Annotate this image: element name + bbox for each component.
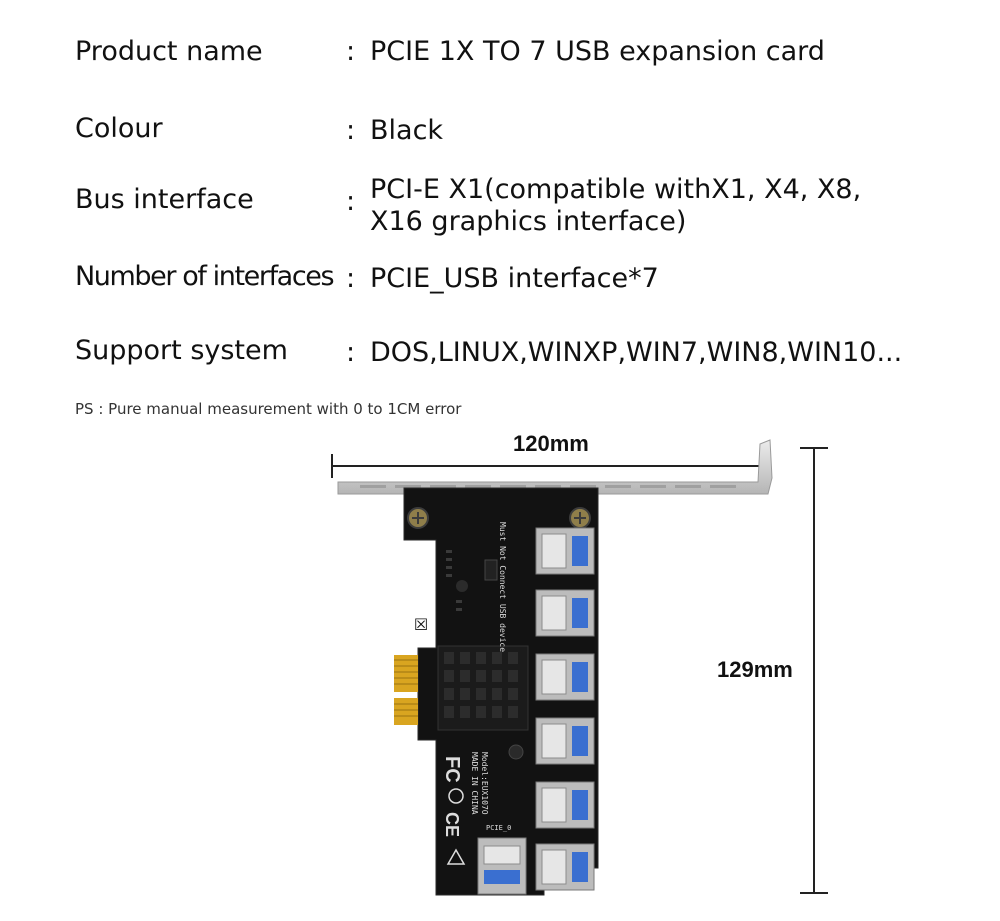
board-model-text: Model:EUX107O	[480, 752, 489, 815]
width-dimension-line	[331, 454, 767, 478]
fcc-mark: FC	[441, 756, 463, 783]
svg-text:☒: ☒	[414, 615, 428, 634]
spec-colon: :	[346, 263, 356, 294]
usb-port	[535, 653, 595, 701]
spec-colon: :	[346, 186, 356, 217]
spec-value: PCIE_USB interface*7	[370, 263, 659, 294]
heat-sink	[437, 645, 529, 731]
board-made-in-text: MADE IN CHINA	[470, 752, 479, 815]
spec-value-line-2: X16 graphics interface)	[370, 206, 687, 237]
usb-port	[535, 843, 595, 891]
spec-value: PCIE 1X TO 7 USB expansion card	[370, 36, 825, 67]
usb-port	[535, 589, 595, 637]
spec-value: DOS,LINUX,WINXP,WIN7,WIN8,WIN10...	[370, 337, 903, 368]
width-dimension-label: 120mm	[513, 431, 589, 456]
spec-label: Bus interface	[75, 184, 254, 215]
height-dimension-line	[800, 447, 828, 894]
spec-label: Support system	[75, 335, 288, 366]
spec-label: Product name	[75, 36, 263, 67]
metal-bracket	[337, 439, 773, 495]
spec-value: Black	[370, 115, 444, 146]
board-warning-text: Must Not Connect USB device	[498, 522, 507, 652]
ce-mark: CE	[442, 812, 462, 837]
spec-colon: :	[346, 115, 356, 146]
spec-label: Colour	[75, 113, 163, 144]
spec-colon: :	[346, 337, 356, 368]
recycle-icon	[448, 788, 464, 804]
usb-port	[535, 781, 595, 829]
usb-port	[535, 717, 595, 765]
usb-port-bottom	[477, 837, 527, 895]
warning-triangle-icon	[446, 848, 466, 865]
usb-ports	[477, 527, 595, 895]
port-label: PCIE_0	[486, 824, 511, 832]
spec-colon: :	[346, 36, 356, 67]
spec-value: PCI-E X1(compatible withX1, X4, X8,	[370, 174, 862, 205]
height-dimension-label: 129mm	[717, 657, 793, 682]
spec-label: Number of interfaces	[75, 261, 335, 292]
ps-note: PS : Pure manual measurement with 0 to 1…	[75, 400, 462, 418]
board-silkscreen: Must Not Connect USB device Model:EUX107…	[441, 522, 511, 837]
usb-port	[535, 527, 595, 575]
pcie-gold-fingers	[394, 655, 418, 725]
